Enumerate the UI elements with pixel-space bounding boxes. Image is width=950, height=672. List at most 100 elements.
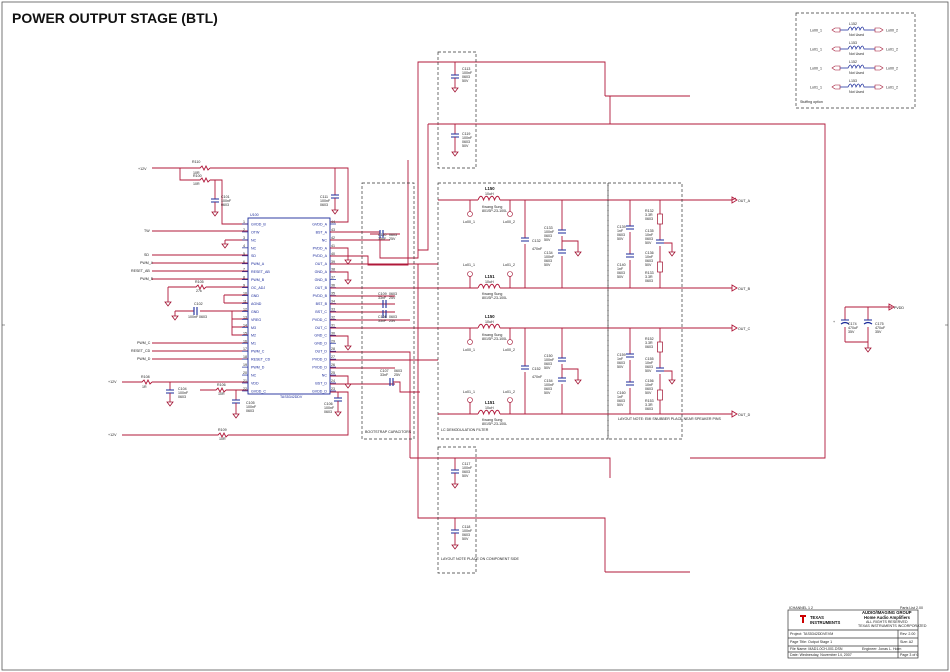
bootstrap-label: BOOTSTRAP CAPACITORS	[365, 430, 412, 434]
pvdd-label: PVDD	[894, 306, 904, 310]
c140-ref: C140	[617, 263, 626, 267]
stuffing-right-label: Lo00_2	[886, 66, 898, 70]
net-label-reset-cd: RESET_CD	[131, 349, 151, 353]
c174-plus: +	[833, 320, 835, 324]
net-label-pwm-d: PWM_D	[137, 357, 151, 361]
c118-v1: 100nF	[462, 529, 473, 533]
c117-v1: 100nF	[462, 466, 473, 470]
r106-ref: R106	[217, 383, 226, 387]
output-connectors: OUT_A OUT_B OUT_C OUT_D	[722, 196, 751, 418]
stuffing-port-left	[831, 27, 841, 33]
ic-right-pin-name: PVDD_D	[312, 358, 327, 362]
c109-v1: 33nF	[378, 296, 387, 300]
r109-ref: R109	[218, 428, 227, 432]
ic-left-pin-list: 1GVDD_B2OTW3NC4NC5SD6PWM_A7RESET_AB8PWM_…	[242, 220, 271, 393]
c119-v3: 50V	[462, 144, 469, 148]
c117-ref: C117	[462, 462, 470, 466]
l151a-ref: L151	[485, 274, 495, 279]
net-label-otw: TW	[144, 229, 150, 233]
r100-value: 10R	[193, 182, 200, 186]
ic-ref: U100	[250, 213, 259, 217]
c118-v3: 50V	[462, 537, 469, 541]
decoupling-top: C113 100nF 0603 50V C119 100nF 0603 50V	[418, 51, 611, 251]
decoupling-bottom: C117 100nF 0603 50V C118 100nF 0603 50V …	[410, 446, 611, 574]
tb-logo-bottom: INSTRUMENTS	[810, 620, 840, 625]
stuffing-port-right	[874, 84, 884, 90]
c133-v3: 50V	[544, 238, 551, 242]
c155-ref: C155	[645, 357, 654, 361]
l150a-ref: L150	[485, 186, 495, 191]
stuffing-left-label: Lo01_1	[810, 85, 822, 89]
c140-v1: 1nF	[617, 267, 624, 271]
c139-v3: 50V	[617, 237, 624, 241]
stuffing-left-label: Lo01_1	[810, 47, 822, 51]
ic-left-pin-name: RESET_CD	[251, 358, 271, 362]
ic-left-pin-name: GVDD_C	[251, 389, 266, 393]
stuffing-note: Not Used	[849, 52, 864, 56]
c106-ref: C106	[324, 402, 333, 406]
c132-v1: 470nF	[532, 247, 543, 251]
c107-v1: 33nF	[380, 373, 389, 377]
ic-u100: U100 TAS5342DDV 1GVDD_B2OTW3NC4NC5SD6PWM…	[242, 213, 336, 399]
tb-page-title: Page Title: Output Stage 1	[790, 640, 832, 644]
l150a-mfr: Kwang Sung	[482, 205, 502, 209]
c111-ref: C111	[320, 195, 328, 199]
l151b-part: 801SP-23-100L	[482, 422, 507, 426]
ic-right-pin-name: GVDD_D	[312, 389, 327, 393]
c152-ref: C152	[532, 367, 541, 371]
ic-right-pin-name: PVDD_A	[313, 246, 328, 250]
r105-ref: R105	[195, 280, 204, 284]
c102-v1: 100nF	[188, 315, 199, 319]
c174-v1: 470uF	[848, 326, 859, 330]
c111-v2: 0603	[320, 203, 328, 207]
c105-ref: C105	[246, 401, 255, 405]
ic-left-pin-name: PWM_D	[251, 366, 265, 370]
c104-v1: 100nF	[178, 391, 189, 395]
ic-right-pin-name: OUT_C	[315, 326, 328, 330]
c136-ref: C136	[645, 251, 654, 255]
ic-left-pin-num: 5	[243, 252, 245, 256]
r132-v2: 0603	[645, 217, 653, 221]
ic-right-pin-num: 24	[331, 379, 335, 383]
ic-part: TAS5342DDV	[280, 395, 303, 399]
r100-ref: R100	[193, 174, 202, 178]
c133-v1: 100nF	[544, 230, 555, 234]
ic-left-pin-name: VDD	[251, 381, 259, 385]
c107-v3: 25V	[394, 373, 401, 377]
c139-v1: 1nF	[617, 229, 624, 233]
c135-v3: 50V	[645, 241, 652, 245]
r132-ref: R132	[645, 209, 654, 213]
c160-ref: C160	[617, 391, 626, 395]
ic-left-pin-name: NC	[251, 238, 257, 242]
ic-right-pin-name: PVDD_A	[313, 254, 328, 258]
stuffing-ref: L153	[849, 41, 857, 45]
l151a-value: 10uH	[485, 280, 494, 284]
c159-ref: C159	[617, 353, 626, 357]
c135-ref: C135	[645, 229, 654, 233]
lc-filter-label: LC DEMODULATION FILTER	[441, 428, 489, 432]
ic-left-pin-num: 6	[243, 260, 245, 264]
stuffing-port-left	[831, 84, 841, 90]
c150-v1: 100nF	[544, 358, 555, 362]
stuffing-port-right	[874, 65, 884, 71]
c140-v2: 0603	[617, 271, 625, 275]
c113-v3: 50V	[462, 79, 469, 83]
ic-right-pin-num: 37	[331, 276, 335, 280]
c119-ref: C119	[462, 132, 470, 136]
lo-label-2: Lo00_2	[503, 220, 515, 224]
tb-file-name: File Name: MAD1-0CH-001.DSN	[790, 647, 843, 651]
ic-right-pin-num: 32	[331, 315, 335, 319]
ic-right-pin-num: 25	[331, 371, 335, 375]
c117-v3: 50V	[462, 474, 469, 478]
tb-company1: AUDIO/IMAGING GROUP	[862, 610, 912, 615]
ic-right-pin-name: OUT_D	[315, 350, 328, 354]
l150a-part: 801SP-23-100L	[482, 209, 507, 213]
c108-ref: C108	[378, 315, 387, 319]
c106-v2: 0603	[324, 410, 332, 414]
stuffing-ref: L153	[849, 79, 857, 83]
stuffing-port-right	[874, 27, 884, 33]
ic-left-pin-name: GVDD_B	[251, 222, 266, 226]
c156-v2: 0603	[645, 387, 653, 391]
